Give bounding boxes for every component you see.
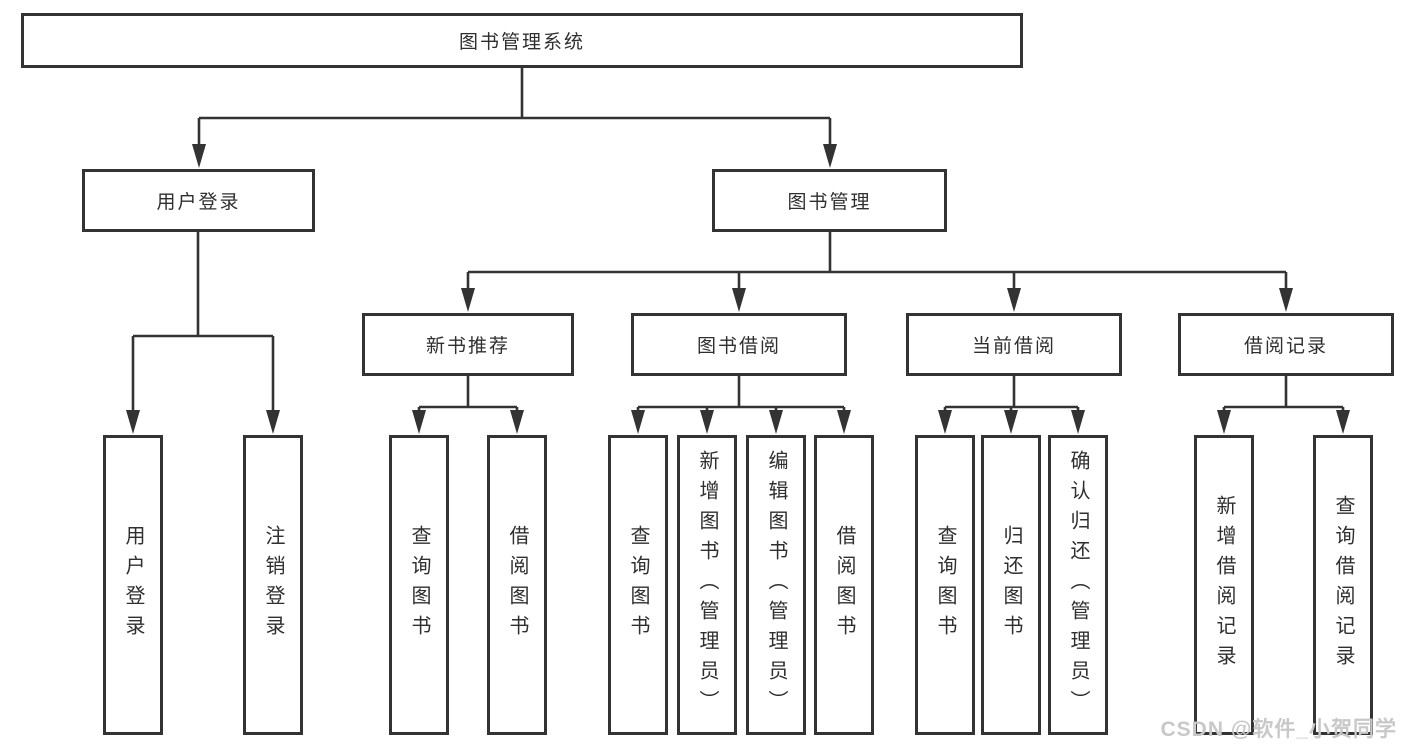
node-leaf-rec-query-book-label: 查询图书 [408,525,430,645]
node-new-book-rec: 新书推荐 [362,313,574,376]
arrowhead-leaf-bb-query [631,410,645,434]
node-user-login: 用户登录 [82,169,315,232]
node-book-borrow: 图书借阅 [631,313,847,376]
node-root: 图书管理系统 [21,13,1023,68]
node-leaf-logout: 注销登录 [243,435,303,735]
arrowhead-leaf-rec-query [412,410,426,434]
node-book-mgmt: 图书管理 [712,169,947,232]
node-leaf-bb-add-book-label: 新增图书（管理员） [696,450,718,720]
node-leaf-cb-query-book: 查询图书 [915,435,975,735]
arrowhead-current-borrow [1007,288,1021,312]
node-leaf-cb-query-book-label: 查询图书 [934,525,956,645]
node-current-borrow-label: 当前借阅 [971,336,1056,357]
node-root-label: 图书管理系统 [458,32,585,53]
node-leaf-bb-add-book: 新增图书（管理员） [677,435,737,735]
node-leaf-bb-borrow-book: 借阅图书 [814,435,874,735]
node-leaf-user-login-label: 用户登录 [122,525,144,645]
arrowhead-leaf-cb-confirm [1071,410,1085,434]
arrowhead-leaf-br-add [1217,410,1231,434]
node-leaf-rec-borrow-book: 借阅图书 [487,435,547,735]
node-user-login-label: 用户登录 [156,192,241,213]
node-leaf-cb-return-book: 归还图书 [981,435,1041,735]
node-new-book-rec-label: 新书推荐 [425,336,510,357]
node-leaf-br-add-record-label: 新增借阅记录 [1213,495,1235,675]
node-borrow-record: 借阅记录 [1178,313,1394,376]
arrowhead-leaf-cb-return [1004,410,1018,434]
node-leaf-rec-borrow-book-label: 借阅图书 [506,525,528,645]
node-leaf-logout-label: 注销登录 [262,525,284,645]
arrowheads [126,144,1350,434]
node-leaf-user-login: 用户登录 [103,435,163,735]
arrowhead-leaf-cb-query [938,410,952,434]
node-leaf-bb-query-book-label: 查询图书 [627,525,649,645]
node-leaf-cb-confirm-return-label: 确认归还（管理员） [1067,450,1089,720]
node-leaf-cb-return-book-label: 归还图书 [1000,525,1022,645]
node-current-borrow: 当前借阅 [906,313,1122,376]
arrowhead-borrow-record [1279,288,1293,312]
arrowhead-leaf-br-query [1336,410,1350,434]
node-book-mgmt-label: 图书管理 [787,192,872,213]
node-leaf-bb-edit-book: 编辑图书（管理员） [746,435,806,735]
node-leaf-br-query-record-label: 查询借阅记录 [1332,495,1354,675]
node-leaf-bb-edit-book-label: 编辑图书（管理员） [765,450,787,720]
csdn-watermark: CSDN @软件_小贺同学 [1160,718,1397,741]
arrowhead-leaf-logout [266,410,280,434]
node-leaf-br-add-record: 新增借阅记录 [1194,435,1254,735]
node-leaf-bb-borrow-book-label: 借阅图书 [833,525,855,645]
arrowhead-user-login [192,144,206,168]
arrowhead-leaf-rec-borrow [510,410,524,434]
node-leaf-br-query-record: 查询借阅记录 [1313,435,1373,735]
arrowhead-book-borrow [732,288,746,312]
arrowhead-leaf-bb-edit [769,410,783,434]
node-book-borrow-label: 图书借阅 [696,336,781,357]
node-leaf-rec-query-book: 查询图书 [389,435,449,735]
arrowhead-new-book-rec [461,288,475,312]
arrowhead-book-mgmt [823,144,837,168]
node-leaf-cb-confirm-return: 确认归还（管理员） [1048,435,1108,735]
arrowhead-leaf-bb-add [700,410,714,434]
arrowhead-leaf-bb-borrow [837,410,851,434]
arrowhead-leaf-user-login [126,410,140,434]
node-leaf-bb-query-book: 查询图书 [608,435,668,735]
node-borrow-record-label: 借阅记录 [1243,336,1328,357]
